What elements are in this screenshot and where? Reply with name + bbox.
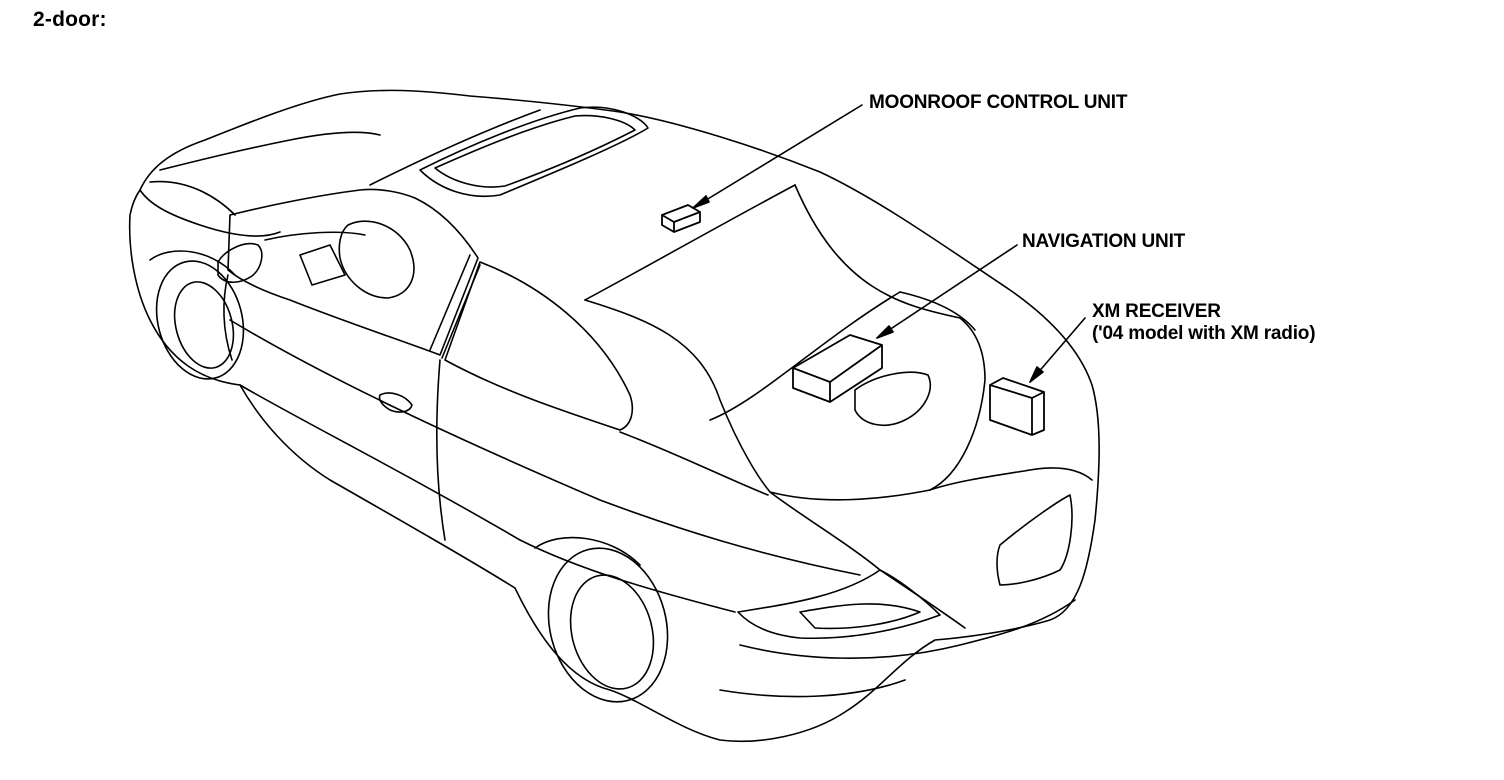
callout-xm-receiver-title: XM RECEIVER <box>1092 301 1221 322</box>
roof-front-edge <box>369 109 541 186</box>
rear-wheel-rim <box>569 574 655 690</box>
front-wheel <box>155 260 245 380</box>
hood-line <box>149 180 236 216</box>
c-pillar <box>619 431 769 496</box>
windshield <box>227 188 479 356</box>
callout-xm-receiver: XM RECEIVER ('04 model with XM radio) <box>1092 301 1316 345</box>
seat-left <box>299 244 346 286</box>
side-mirror <box>217 243 263 284</box>
dashboard <box>264 231 366 241</box>
taillight-right <box>996 494 1073 586</box>
moonroof-arrow-icon <box>692 195 710 209</box>
rear-bumper-lower <box>719 679 906 698</box>
front-wheel-rim <box>173 281 235 369</box>
page-heading: 2-door: <box>33 8 107 31</box>
navigation-unit-box <box>792 334 883 403</box>
rear-bumper <box>739 599 1076 659</box>
rear-deck-2 <box>929 467 1093 491</box>
door-handle <box>378 392 413 413</box>
moonroof-inner <box>434 114 636 188</box>
door-line-rear <box>435 359 446 541</box>
moonroof-opening <box>419 106 649 198</box>
steering-wheel <box>338 220 415 299</box>
taillight-left <box>737 569 941 640</box>
rear-wheel <box>547 547 669 703</box>
callout-xm-receiver-note: ('04 model with XM radio) <box>1092 323 1316 344</box>
moonroof-control-unit-box <box>661 204 701 233</box>
navigation-arrow-icon <box>876 325 894 339</box>
roof-rear-edge <box>584 184 796 301</box>
brake-light-housing <box>854 371 931 426</box>
hood-crease <box>159 131 381 171</box>
trunk-inner-line-2 <box>899 291 976 331</box>
a-pillar <box>429 254 471 351</box>
taillight-left-inner <box>799 603 921 630</box>
front-bumper-line <box>139 189 281 237</box>
side-crease <box>239 384 736 613</box>
callout-moonroof-control-unit: MOONROOF CONTROL UNIT <box>869 92 1128 113</box>
rear-deck <box>769 491 966 629</box>
xm-arrow-icon <box>1029 366 1044 383</box>
rear-wheel-arch <box>534 536 641 566</box>
xm-receiver-box <box>989 377 1045 436</box>
side-crease-upper <box>229 319 861 576</box>
callout-navigation-unit: NAVIGATION UNIT <box>1022 231 1186 252</box>
moonroof-leader-line <box>692 104 863 209</box>
navigation-leader-line <box>876 244 1018 339</box>
front-wheel-arch <box>149 250 236 276</box>
trunk-inner-line <box>709 291 901 421</box>
car-body-outline <box>128 89 1100 743</box>
door-line-front <box>223 274 233 361</box>
rear-window <box>444 261 634 431</box>
